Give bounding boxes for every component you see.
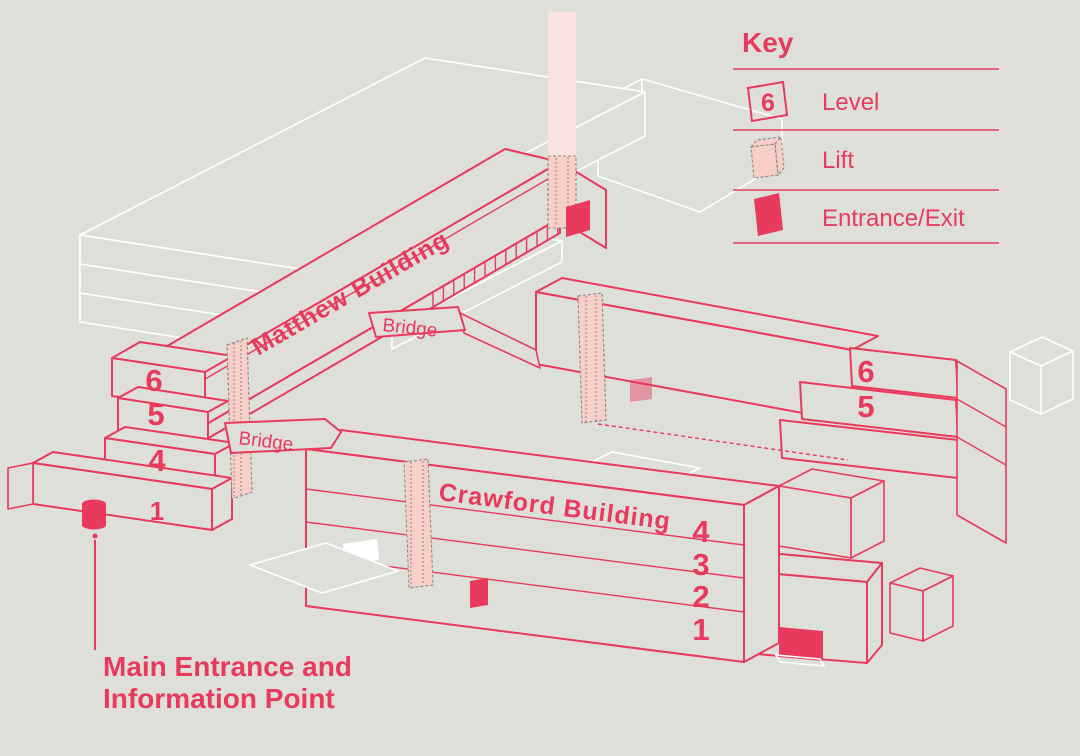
lift-shafts (226, 12, 652, 608)
west-level-6-label: 6 (145, 363, 162, 398)
crawford-floor-line-4-3 (305, 488, 745, 546)
key-item-lift: Lift (749, 135, 854, 179)
entrance-exit-icon (754, 193, 783, 236)
west-level-4-label: 4 (148, 443, 166, 478)
main-entrance-note-line2: Information Point (103, 683, 335, 714)
crawford-white-canopy (249, 542, 399, 594)
matthew-facade-fins (432, 219, 559, 308)
matthew-building: Matthew Building (144, 148, 607, 444)
main-entrance-note-line1: Main Entrance and (103, 651, 352, 682)
east-entrance-marker (630, 377, 652, 402)
matthew-top-lift-shaft (547, 12, 590, 237)
key-level-label: Level (822, 89, 879, 116)
level-badge-icon (746, 80, 789, 123)
main-entrance-marker (82, 499, 106, 530)
crawford-level-2-label: 2 (692, 579, 709, 614)
east-right-side (956, 360, 1007, 544)
key-title: Key (742, 27, 794, 58)
annex-entrance-marker (779, 627, 823, 661)
crawford-level-3-label: 3 (692, 547, 709, 582)
annex-entrance-step (774, 654, 826, 667)
east-level-5-label: 5 (857, 389, 874, 424)
east-level-6-label: 6 (857, 354, 874, 389)
bridge-1 (368, 306, 466, 338)
bridge-1-walkway (457, 311, 541, 369)
bridges: Bridge Bridge (224, 306, 541, 456)
crawford-floor-line-3-2 (305, 521, 745, 579)
bridge-2 (224, 418, 342, 454)
crawford-entrance-marker (470, 578, 488, 608)
crawford-end-face (743, 485, 780, 663)
crawford-level-1-label: 1 (692, 612, 709, 647)
annex-side-face (866, 562, 883, 664)
level-badge-symbol: 6 (761, 89, 775, 117)
west-level-5-label: 5 (147, 397, 164, 432)
matthew-west-levels: 6 5 4 1 Main Entrance and Information Po… (7, 341, 352, 714)
crawford-building: Crawford Building 4 3 2 1 (249, 429, 780, 663)
ghost-ne-small-box (1009, 336, 1074, 415)
matthew-top-entrance-marker (566, 200, 590, 237)
key-lift-label: Lift (822, 147, 854, 174)
east-building: 6 5 (535, 277, 1074, 544)
matthew-west-lift-shaft (226, 337, 253, 500)
key-panel: Key 6 Level Lift Entrance/Exit (733, 27, 999, 244)
lift-shaft-icon (749, 135, 785, 179)
key-item-level: 6 Level (746, 80, 879, 123)
crawford-lift-shaft (403, 458, 434, 589)
podium-level-1-label: 1 (150, 496, 164, 526)
hidden-floor-dashed-line (597, 423, 849, 461)
key-item-entrance: Entrance/Exit (754, 193, 965, 236)
east-lift-shaft (577, 292, 652, 424)
crawford-level-4-label: 4 (692, 514, 710, 549)
key-entrance-label: Entrance/Exit (822, 205, 965, 232)
bridge-1-label: Bridge (381, 315, 438, 342)
